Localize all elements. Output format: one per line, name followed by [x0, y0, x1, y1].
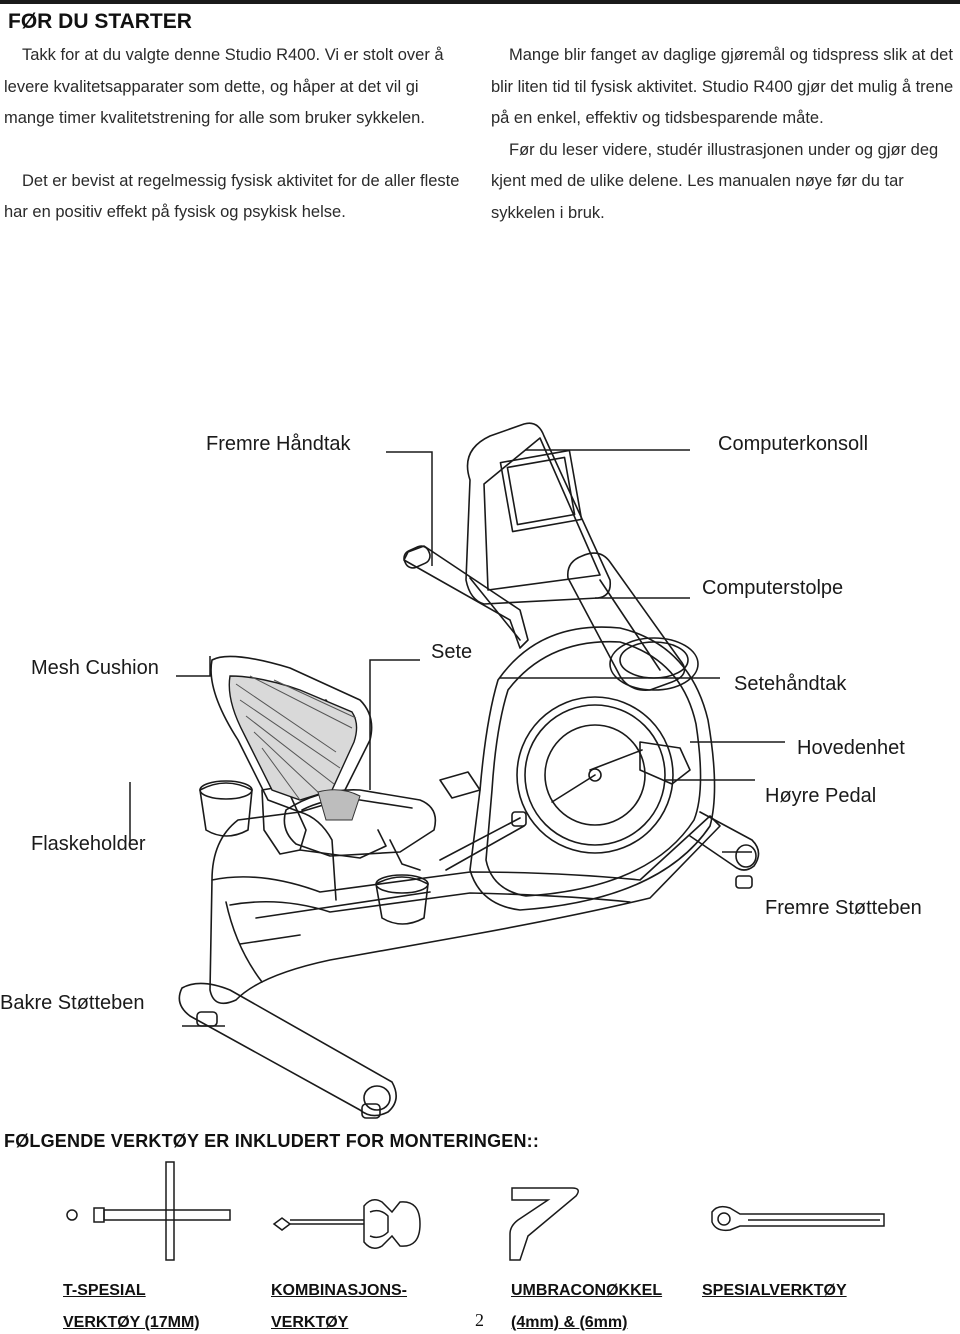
tool-label: T-SPESIAL	[63, 1282, 146, 1299]
tools-illustrations	[66, 1161, 885, 1261]
tool-label: (4mm) & (6mm)	[511, 1314, 628, 1331]
intro-right-column: Mange blir fanget av daglige gjøremål og…	[491, 40, 957, 229]
tool-label: KOMBINASJONS-	[271, 1282, 408, 1299]
label-bottle-holder: Flaskeholder	[31, 833, 146, 855]
special-wrench-icon	[711, 1205, 885, 1232]
top-rule	[0, 0, 960, 4]
label-computer-console: Computerkonsoll	[718, 433, 869, 455]
tools-heading: FØLGENDE VERKTØY ER INKLUDERT FOR MONTER…	[4, 1131, 540, 1151]
label-computer-post: Computerstolpe	[702, 577, 844, 599]
page-heading: FØR DU STARTER	[8, 10, 192, 33]
recumbent-bike-illustration	[129, 422, 785, 1119]
label-right-pedal: Høyre Pedal	[765, 785, 877, 807]
intro-paragraph: Før du leser videre, studér illustrasjon…	[491, 140, 939, 222]
label-rear-stabilizer: Bakre Støtteben	[0, 992, 145, 1014]
intro-paragraph: Mange blir fanget av daglige gjøremål og…	[491, 46, 954, 127]
t-wrench-icon	[66, 1161, 231, 1261]
page-number: 2	[475, 1310, 484, 1330]
label-seat: Sete	[431, 641, 473, 663]
tool-label: SPESIALVERKTØY	[702, 1282, 847, 1299]
tool-label: UMBRACONØKKEL	[511, 1282, 663, 1299]
label-front-stabilizer: Fremre Støtteben	[765, 897, 922, 919]
tool-label: VERKTØY (17MM)	[63, 1314, 200, 1331]
intro-left-column: Takk for at du valgte denne Studio R400.…	[4, 40, 472, 229]
allen-key-icon	[509, 1187, 579, 1261]
intro-paragraph: Det er bevist at regelmessig fysisk akti…	[4, 171, 460, 222]
combination-tool-icon	[272, 1199, 421, 1249]
label-main-unit: Hovedenhet	[797, 737, 905, 759]
label-front-handle: Fremre Håndtak	[206, 433, 351, 455]
tool-label: VERKTØY	[271, 1314, 349, 1331]
label-mesh-cushion: Mesh Cushion	[31, 657, 159, 679]
label-seat-handle: Setehåndtak	[734, 673, 847, 695]
intro-paragraph: Takk for at du valgte denne Studio R400.…	[4, 46, 444, 127]
